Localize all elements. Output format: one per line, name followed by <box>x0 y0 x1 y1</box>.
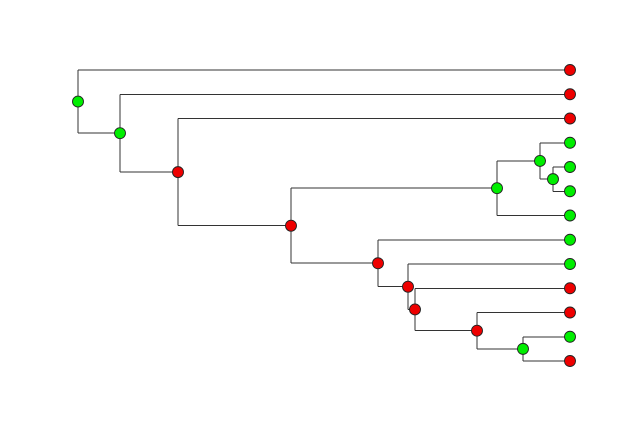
tip-node-t6 <box>564 185 576 198</box>
internal-node-n2 <box>114 127 126 140</box>
internal-node-n10 <box>409 303 421 316</box>
tip-node-t5 <box>564 161 576 173</box>
tip-node-t9 <box>564 258 576 270</box>
internal-node-n6 <box>534 154 546 167</box>
tip-node-t4 <box>564 136 576 149</box>
internal-node-n9 <box>402 280 414 293</box>
tip-node-t1 <box>564 64 576 76</box>
internal-node-n7 <box>547 173 559 186</box>
tip-node-t10 <box>564 282 576 295</box>
tip-node-t12 <box>564 330 576 343</box>
node-group <box>72 64 576 367</box>
internal-node-n11 <box>471 324 483 337</box>
internal-node-n8 <box>372 257 384 270</box>
internal-node-n5 <box>491 182 503 195</box>
tip-node-t2 <box>564 88 576 101</box>
tip-node-t13 <box>564 355 576 367</box>
tip-node-t11 <box>564 306 576 319</box>
internal-node-n1 <box>72 95 84 108</box>
tip-node-t7 <box>564 209 576 222</box>
branch-group <box>77 69 570 362</box>
tip-node-t8 <box>564 233 576 246</box>
internal-node-n3 <box>172 166 184 179</box>
internal-node-n12 <box>517 342 529 355</box>
internal-node-n4 <box>285 219 297 232</box>
tip-node-t3 <box>564 112 576 125</box>
